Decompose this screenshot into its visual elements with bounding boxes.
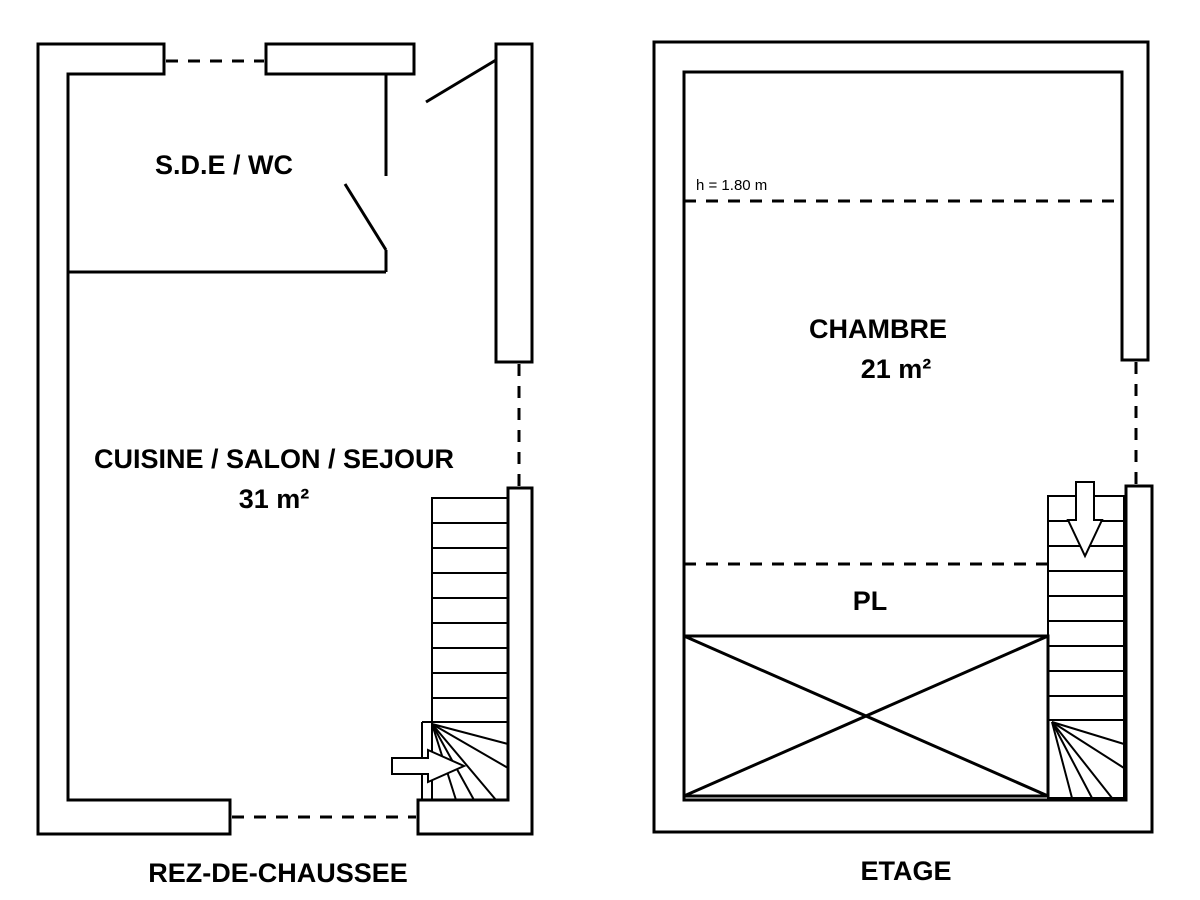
bedroom-label: CHAMBRE <box>809 314 947 344</box>
upper-floor-title: ETAGE <box>860 856 951 886</box>
upper-floor-staircase <box>1047 481 1125 799</box>
stair-winder <box>1051 721 1113 799</box>
stair-void-cross-2 <box>683 634 1049 798</box>
stair-winder <box>1051 721 1125 769</box>
stair-down-arrow-icon <box>1066 481 1104 559</box>
stair-void <box>682 634 1050 798</box>
ceiling-height-note: h = 1.80 m <box>696 177 767 194</box>
upper-staircase-winders <box>1051 721 1125 799</box>
stair-winder <box>431 723 509 769</box>
bedroom-area: 21 m² <box>861 354 932 384</box>
upper-floor-plan: h = 1.80 m CHAMBRE 21 m² PL ETAGE <box>652 40 1154 886</box>
upper-floor-outer-wall <box>652 40 1154 834</box>
ground-floor-staircase <box>391 497 509 801</box>
bathroom-label: S.D.E / WC <box>155 150 293 180</box>
entry-door-leaf <box>425 58 497 104</box>
ground-floor-right-wall-upper <box>494 42 534 364</box>
stair-winder <box>431 723 509 745</box>
bathroom-door-leaf <box>343 183 388 251</box>
ground-floor-title: REZ-DE-CHAUSSEE <box>148 858 408 888</box>
ground-floor-top-wall-segment <box>264 42 416 76</box>
stair-winder <box>1051 721 1125 745</box>
stair-direction-arrow-icon <box>391 748 467 784</box>
stair-winder <box>1051 721 1073 799</box>
stair-winder <box>1051 721 1093 799</box>
ground-floor-left-wall <box>36 42 232 836</box>
landing-label: PL <box>853 586 888 616</box>
living-room-label: CUISINE / SALON / SEJOUR <box>94 444 454 474</box>
living-room-area: 31 m² <box>239 484 310 514</box>
ground-floor-right-wall-lower <box>416 486 534 836</box>
ground-floor-plan: S.D.E / WC CUISINE / SALON / SEJOUR 31 m… <box>36 42 534 888</box>
staircase-steps <box>432 522 508 699</box>
stair-winder <box>431 723 497 801</box>
